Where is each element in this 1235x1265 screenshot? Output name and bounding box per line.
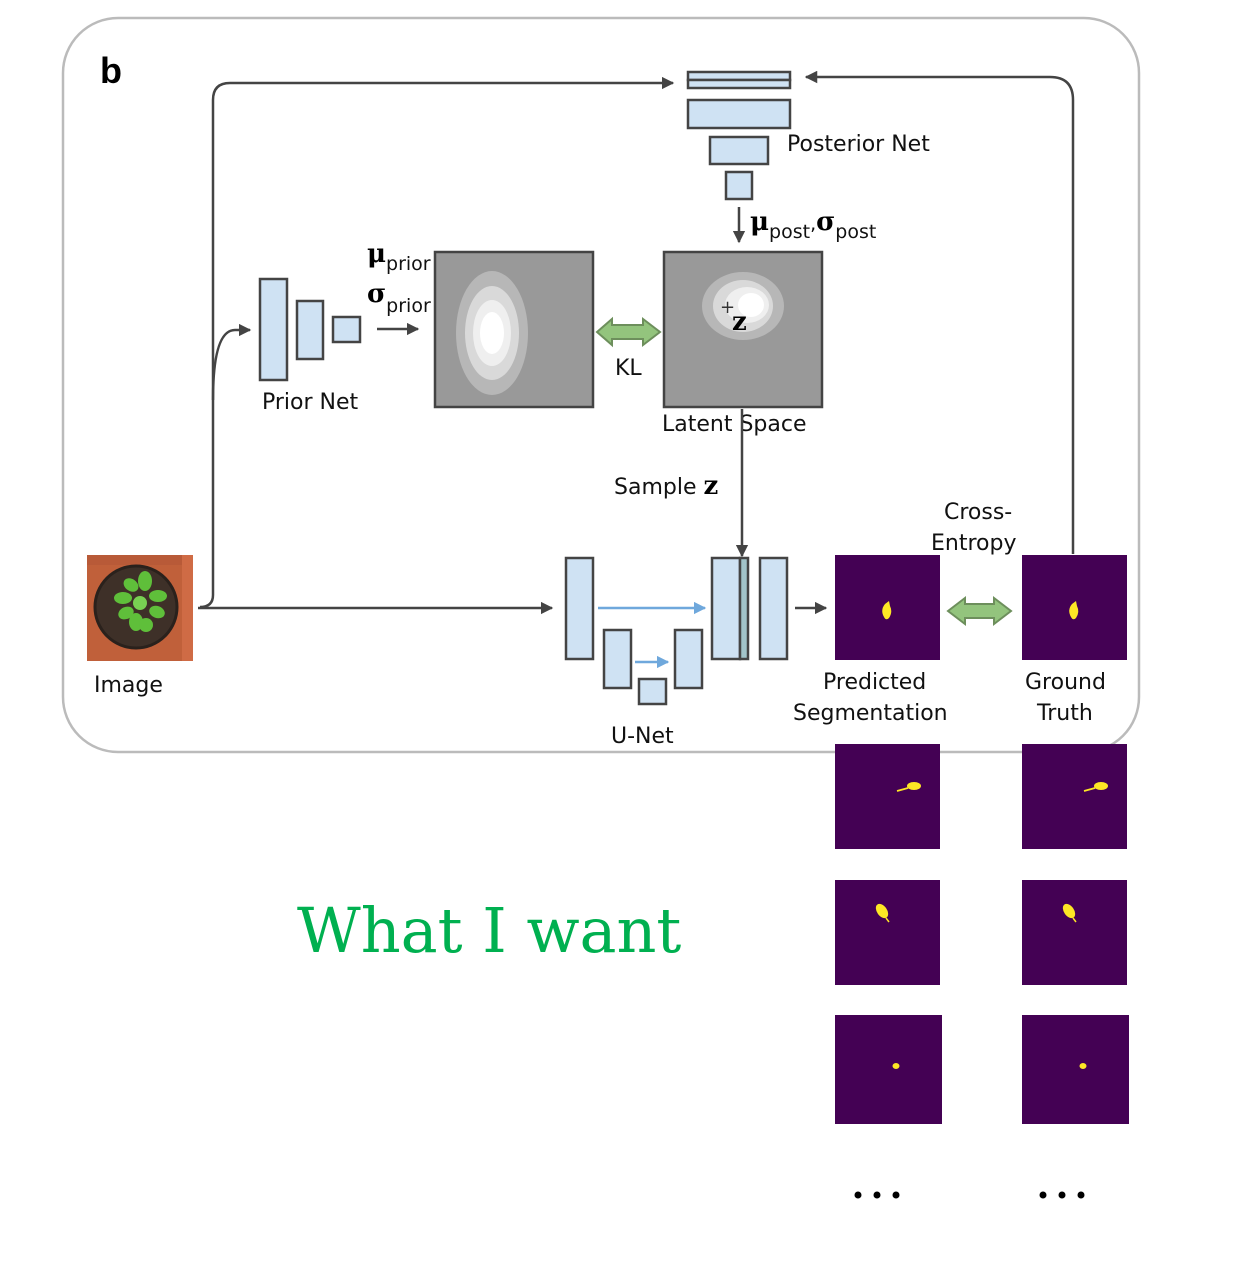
seg-gt-1: [1022, 744, 1127, 849]
prior-net-label: Prior Net: [262, 390, 359, 415]
ground-truth-label-line1: Ground: [1025, 670, 1106, 695]
unet: [564, 556, 789, 706]
prior-block-3: [331, 315, 362, 344]
unet-dec-1: [673, 628, 704, 690]
unet-bottleneck: [637, 677, 668, 706]
seg-pred-3: [835, 1015, 942, 1124]
image-to-posterior-connector: [199, 76, 675, 609]
posterior-block-input-2: [686, 78, 792, 90]
z-label: z: [732, 307, 747, 337]
posterior-block-1: [686, 98, 792, 130]
ground-truth-label-line2: Truth: [1036, 701, 1093, 726]
predicted-label-line2: Segmentation: [793, 701, 948, 726]
unet-enc-2: [602, 628, 633, 690]
unet-z-concat: [738, 556, 750, 661]
seg-gt-3: [1022, 1015, 1129, 1124]
mu-prior-label: μprior: [367, 239, 431, 275]
seg-pred-1: [835, 744, 940, 849]
latent-space-label: Latent Space: [662, 412, 807, 437]
prior-block-1: [258, 277, 289, 382]
posterior-net-label: Posterior Net: [787, 132, 930, 157]
ellipsis-right: [1039, 1191, 1085, 1199]
ellipsis-left: [854, 1191, 900, 1199]
mu-post-label: μpost,σpost: [750, 207, 876, 243]
seg-pair-2: [835, 880, 1127, 985]
panel-frame: [61, 16, 1141, 754]
latent-space: [662, 250, 824, 409]
unet-out: [758, 556, 789, 661]
cross-entropy-line2: Entropy: [931, 531, 1016, 556]
posterior-net: [686, 70, 792, 201]
sample-plus-marker: +: [720, 297, 735, 318]
kl-label: KL: [615, 356, 642, 381]
input-image: [87, 555, 193, 661]
predicted-segmentation: [835, 555, 940, 660]
annotation-what-i-want: What I want: [297, 894, 681, 967]
image-to-prior-connector: [211, 323, 252, 401]
ground-truth: [1022, 555, 1127, 660]
cross-entropy-double-arrow: [946, 595, 1013, 627]
predicted-label-line1: Predicted: [823, 670, 926, 695]
prior-distribution: [433, 250, 595, 409]
image-label: Image: [94, 673, 163, 698]
seg-pair-3: [835, 1015, 1129, 1124]
groundtruth-to-posterior-connector: [804, 70, 1075, 554]
seg-pair-1: [835, 744, 1127, 849]
posterior-block-3: [724, 170, 754, 201]
unet-enc-1: [564, 556, 595, 661]
panel-label: b: [100, 50, 122, 91]
seg-gt-2: [1022, 880, 1127, 985]
prior-net: [258, 277, 362, 382]
seg-pred-2: [835, 880, 940, 985]
sigma-prior-label: σprior: [367, 279, 431, 317]
unet-dec-2: [710, 556, 742, 661]
prior-block-2: [295, 299, 325, 361]
cross-entropy-line1: Cross-: [944, 500, 1012, 525]
kl-double-arrow: [595, 316, 662, 348]
posterior-block-2: [708, 135, 770, 166]
sample-z-label: Sample z: [614, 471, 718, 501]
unet-label: U-Net: [611, 724, 674, 749]
